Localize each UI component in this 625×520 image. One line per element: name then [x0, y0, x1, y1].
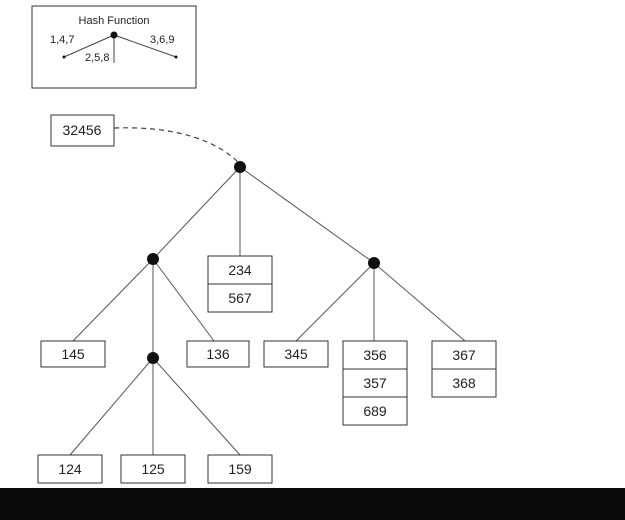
leaf-145: 145 — [40, 340, 106, 368]
leaf-item: 367 — [452, 347, 476, 363]
leaf-125-458: 125 458 — [120, 454, 186, 484]
bottom-bar — [0, 488, 625, 520]
leaf-box — [263, 340, 329, 368]
leaf-234-567: 234 567 — [207, 255, 273, 313]
tree-nodes — [147, 161, 380, 364]
edge-n1-leaf-145 — [72, 258, 154, 342]
edge-n3-leaf-345 — [295, 262, 375, 342]
leaf-box — [37, 454, 103, 484]
edge-root-n1 — [152, 166, 241, 260]
legend-edge-left — [63, 34, 115, 58]
node-n1 — [147, 253, 159, 265]
leaf-box — [120, 454, 186, 484]
edge-n14-leaf-124 — [69, 357, 154, 456]
leaf-159: 159 — [207, 454, 273, 484]
edge-n3-leaf-367 — [373, 262, 466, 342]
node-n3 — [368, 257, 380, 269]
legend-middle-label: 2,5,8 — [85, 52, 109, 64]
tree-edges — [69, 166, 466, 456]
leaf-356-357-689: 356 357 689 — [342, 340, 408, 426]
leaf-item: 159 — [228, 461, 252, 477]
leaf-item: 234 — [228, 262, 252, 278]
legend-right-label: 3,6,9 — [150, 34, 174, 46]
legend-node — [110, 31, 118, 39]
leaf-box — [186, 340, 250, 368]
legend-title: Hash Function — [79, 15, 150, 27]
leaf-item: 567 — [228, 290, 252, 306]
query-label: 32456 — [63, 122, 102, 138]
leaf-345: 345 — [263, 340, 329, 368]
leaf-item: 136 — [206, 346, 230, 362]
legend-end-right — [174, 55, 178, 59]
leaf-136: 136 — [186, 340, 250, 368]
node-n14 — [147, 352, 159, 364]
leaf-box — [342, 340, 408, 426]
leaf-item: 125 — [141, 461, 165, 477]
diagram-canvas: Hash Function 1,4,7 2,5,8 3,6,9 32456 — [31, 5, 497, 484]
leaf-124-457: 124 457 — [37, 454, 103, 484]
query-box — [50, 114, 115, 147]
query-dashed-arc — [113, 127, 241, 165]
node-root — [234, 161, 246, 173]
leaf-item: 345 — [284, 346, 308, 362]
leaf-item: 368 — [452, 375, 476, 391]
leaf-item: 689 — [363, 403, 387, 419]
leaf-item: 145 — [61, 346, 85, 362]
leaf-box — [207, 454, 273, 484]
edge-n1-leaf-136 — [152, 258, 215, 342]
legend-end-left — [62, 55, 66, 59]
leaf-item: 124 — [58, 461, 82, 477]
legend-left-label: 1,4,7 — [50, 34, 74, 46]
edge-n14-leaf-159 — [152, 357, 241, 456]
leaf-item: 357 — [363, 375, 387, 391]
legend-edge-right — [113, 34, 177, 58]
edge-root-n3 — [239, 166, 375, 264]
leaf-367-368: 367 368 — [431, 340, 497, 398]
hash-function-legend: Hash Function 1,4,7 2,5,8 3,6,9 — [31, 5, 197, 89]
query-transaction: 32456 — [50, 114, 241, 165]
leaf-item: 356 — [363, 347, 387, 363]
leaf-box — [40, 340, 106, 368]
